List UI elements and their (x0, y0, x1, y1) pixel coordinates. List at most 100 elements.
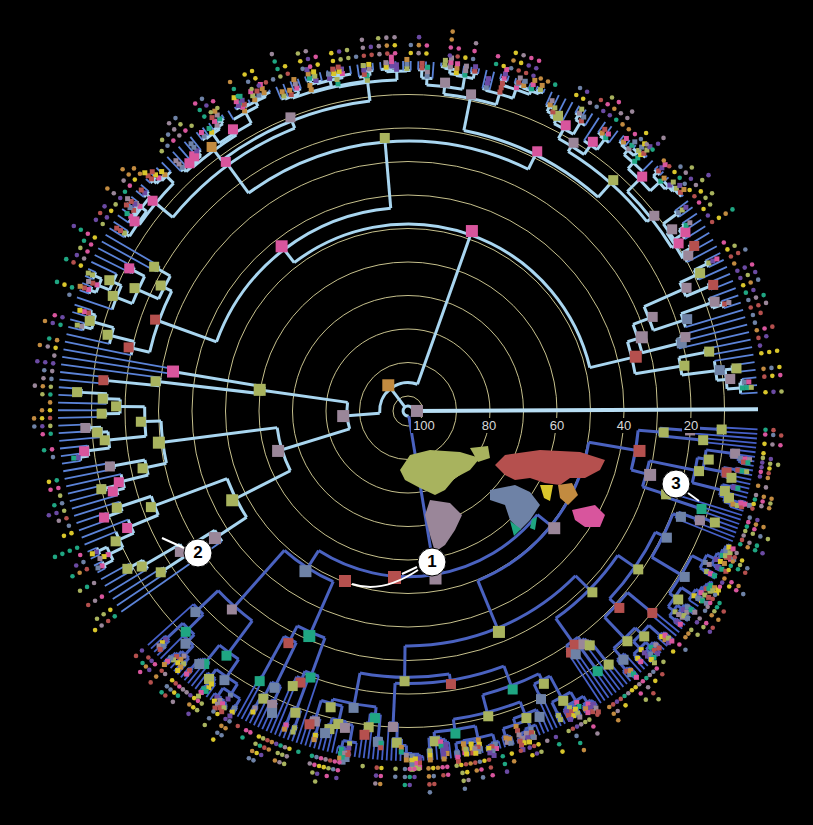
distribution-dot (337, 49, 342, 54)
area-square (441, 748, 446, 753)
tree-branch (347, 413, 379, 416)
area-square (159, 169, 164, 174)
area-square (79, 324, 84, 329)
area-square (663, 162, 668, 167)
distribution-dot (285, 72, 290, 77)
area-square (97, 556, 102, 561)
tree-branch (357, 65, 359, 77)
distribution-dot (744, 290, 749, 295)
distribution-dot (60, 501, 65, 506)
tree-branch (679, 332, 749, 348)
tree-branch (597, 139, 605, 149)
distribution-dot (72, 224, 77, 229)
tree-branch (448, 69, 452, 74)
area-square (282, 727, 287, 732)
area-square (303, 630, 315, 642)
area-square (473, 751, 478, 756)
distribution-dot (753, 270, 758, 275)
distribution-dot (146, 655, 151, 660)
area-square (124, 202, 129, 207)
area-square (411, 405, 423, 417)
area-square (283, 638, 293, 648)
area-square (707, 562, 712, 567)
area-square (550, 98, 555, 103)
tree-branch (167, 623, 183, 638)
area-square (399, 749, 404, 754)
area-square (380, 133, 390, 143)
tree-branch (61, 364, 160, 377)
tree-branch (686, 310, 744, 327)
area-square (587, 587, 597, 597)
distribution-dot (706, 213, 711, 218)
area-square (427, 748, 432, 753)
distribution-dot (683, 170, 688, 175)
distribution-dot (242, 72, 247, 77)
distribution-dot (100, 594, 105, 599)
distribution-dot (777, 365, 782, 370)
distribution-dot (208, 110, 213, 115)
distribution-dot (377, 52, 382, 57)
area-square (443, 742, 448, 747)
area-square (735, 486, 740, 491)
tree-branch (628, 593, 650, 611)
area-square (210, 115, 215, 120)
area-square (311, 69, 316, 74)
tree-branch (493, 734, 495, 742)
area-square (207, 126, 212, 131)
distribution-dot (133, 177, 138, 182)
distribution-dot (140, 661, 145, 666)
area-square (75, 323, 80, 328)
area-square (345, 753, 350, 758)
area-square (404, 61, 409, 66)
tree-arc (405, 576, 575, 646)
area-square (744, 469, 749, 474)
area-square (428, 757, 433, 762)
area-square (219, 675, 229, 685)
distribution-dot (546, 79, 551, 84)
area-square (79, 446, 89, 456)
area-square (624, 136, 629, 141)
tree-branch (62, 461, 81, 464)
area-square (731, 546, 736, 551)
distribution-dot (92, 581, 97, 586)
distribution-dot (738, 276, 743, 281)
distribution-dot (82, 256, 87, 261)
distribution-dot (538, 76, 543, 81)
area-square (335, 81, 340, 86)
area-square (175, 668, 180, 673)
tree-branch (146, 463, 166, 467)
distribution-dot (531, 73, 536, 78)
area-square (726, 300, 731, 305)
area-square (443, 58, 448, 63)
area-square (314, 78, 319, 83)
tree-branch (432, 62, 433, 79)
area-square (290, 708, 300, 718)
area-square (743, 502, 748, 507)
tree-branch (276, 643, 296, 685)
distribution-dot (769, 366, 774, 371)
area-square (288, 681, 298, 691)
area-square (190, 607, 200, 617)
area-square (662, 533, 672, 543)
area-square (99, 513, 109, 523)
tree-arc (464, 130, 598, 197)
area-square (291, 77, 296, 82)
area-square (419, 65, 424, 70)
area-square (92, 427, 102, 437)
tree-branch (264, 390, 348, 402)
distribution-dot (43, 319, 48, 324)
area-square (463, 68, 468, 73)
distribution-dot (50, 447, 55, 452)
distribution-dot (761, 293, 766, 298)
distribution-dot (113, 202, 118, 207)
distribution-dot (40, 392, 45, 397)
tree-branch (84, 327, 92, 329)
area-square (679, 361, 689, 371)
distribution-dot (105, 186, 110, 191)
tree-branch (473, 73, 474, 78)
area-square (258, 694, 268, 704)
tree-arc (628, 169, 650, 191)
tree-branch (417, 61, 419, 70)
area-square (378, 745, 383, 750)
area-square (662, 176, 667, 181)
